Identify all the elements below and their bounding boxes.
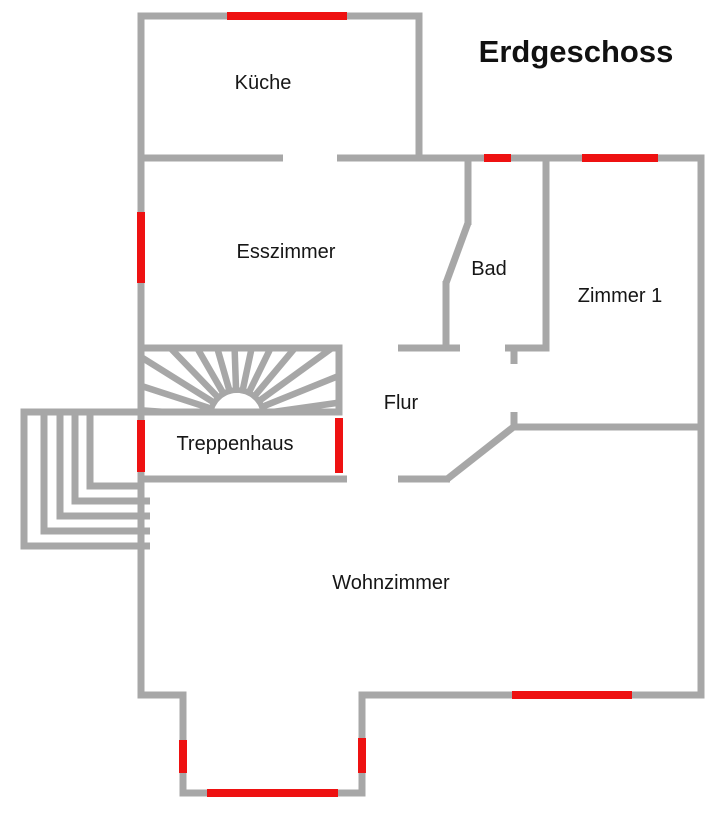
- wall-segment: [443, 422, 519, 483]
- stair-tread: [144, 355, 219, 408]
- stair-tread: [214, 351, 234, 395]
- room-label-wohnzimmer: Wohnzimmer: [332, 572, 450, 594]
- stair-tread: [231, 351, 240, 394]
- page-title: Erdgeschoss: [478, 34, 674, 69]
- stair-tread: [168, 351, 223, 402]
- room-label-treppenhaus: Treppenhaus: [176, 433, 293, 455]
- wall-segment: [442, 221, 472, 285]
- room-label-bad: Bad: [471, 258, 507, 280]
- stair-tread: [258, 373, 336, 409]
- room-label-kuche: Küche: [235, 72, 292, 94]
- stair-tread: [244, 351, 273, 397]
- stair-fan: [144, 351, 336, 409]
- stair-tread: [144, 383, 216, 409]
- stair-tread: [270, 399, 336, 409]
- room-label-flur: Flur: [384, 392, 419, 414]
- stair-tread: [254, 351, 333, 406]
- stair-tread: [195, 351, 228, 398]
- stair-tread: [238, 351, 255, 395]
- stair-tread: [249, 351, 297, 401]
- room-label-zimmer-1: Zimmer 1: [578, 285, 662, 307]
- room-label-esszimmer: Esszimmer: [237, 241, 336, 263]
- stair-arc: [208, 387, 266, 409]
